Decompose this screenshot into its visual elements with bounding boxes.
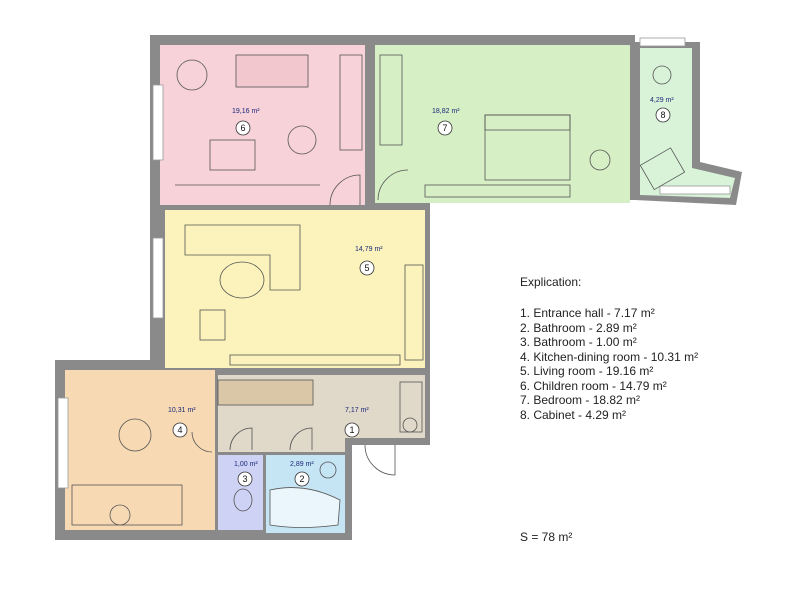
room-3-bathroom — [218, 455, 263, 530]
area-label-room-7: 18,82 m² — [432, 108, 460, 115]
room-number-4: 4 — [177, 425, 182, 435]
room-8-cabinet — [640, 48, 735, 198]
room-7-bedroom — [375, 45, 630, 203]
room-number-7: 7 — [442, 123, 447, 133]
explication-item: 2. Bathroom - 2.89 m² — [520, 320, 637, 335]
room-number-2: 2 — [299, 474, 304, 484]
room-number-1: 1 — [349, 425, 354, 435]
room-5-living-room — [165, 210, 425, 368]
room-number-6: 6 — [240, 123, 245, 133]
explication-list: 1. Entrance hall - 7.17 m² 2. Bathroom -… — [520, 306, 790, 422]
doors — [191, 169, 409, 476]
windows — [57, 37, 731, 489]
room-number-markers: 6 7 8 5 4 1 3 2 — [172, 107, 671, 487]
furniture — [71, 54, 686, 528]
area-label-room-5: 14,79 m² — [355, 246, 383, 253]
explication-item: 7. Bedroom - 18.82 m² — [520, 393, 641, 407]
explication-title: Explication: — [520, 275, 582, 289]
explication-legend: Explication: 1. Entrance hall - 7.17 m² … — [520, 275, 790, 422]
area-label-room-1: 7,17 m² — [345, 407, 369, 414]
explication-item: 4. Kitchen-dining room - 10.31 m² — [520, 349, 699, 364]
explication-item: 5. Living room - 19.16 m² — [520, 364, 654, 378]
room-number-5: 5 — [364, 263, 369, 273]
room-number-8: 8 — [660, 110, 665, 120]
explication-item: 3. Bathroom - 1.00 m² — [520, 335, 637, 349]
total-area: S = 78 m² — [520, 530, 573, 544]
area-label-room-2: 2,89 m² — [290, 461, 314, 468]
explication-item: 8. Cabinet - 4.29 m² — [520, 407, 627, 422]
area-label-room-3: 1,00 m² — [234, 461, 258, 468]
area-label-room-8: 4,29 m² — [650, 97, 674, 104]
explication-item: 1. Entrance hall - 7.17 m² — [520, 306, 655, 320]
explication-item: 6. Children room - 14.79 m² — [520, 378, 667, 393]
area-label-room-6: 19,16 m² — [232, 108, 260, 115]
room-number-3: 3 — [242, 474, 247, 484]
area-label-room-4: 10,31 m² — [168, 407, 196, 414]
